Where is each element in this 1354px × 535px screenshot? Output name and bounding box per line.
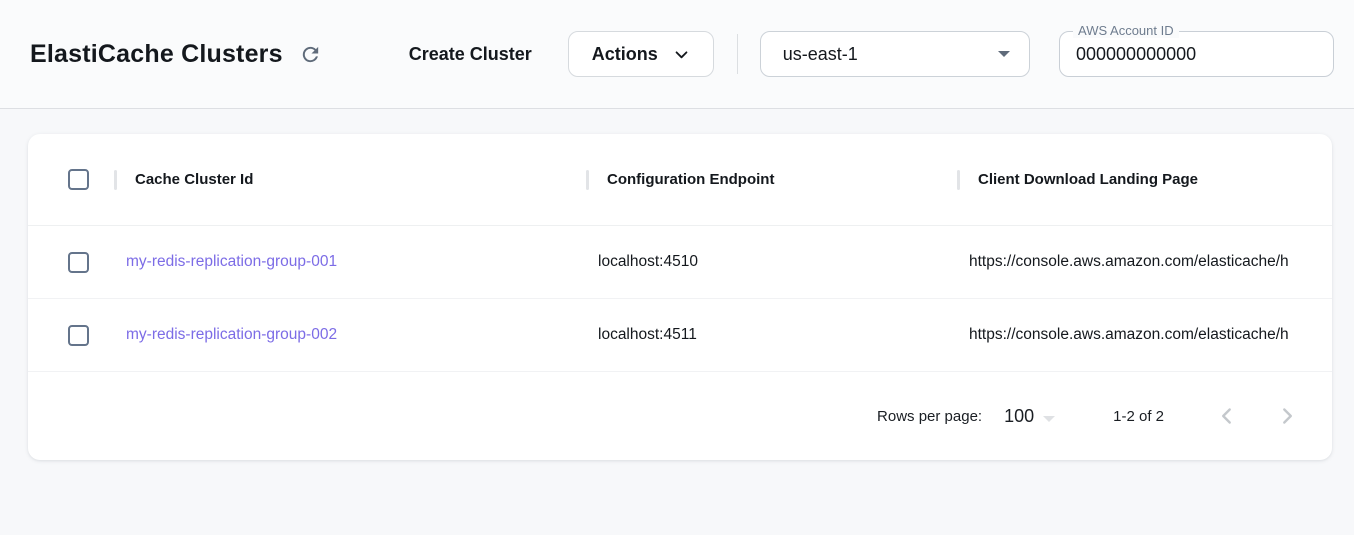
column-separator bbox=[586, 169, 589, 190]
column-header-label: Client Download Landing Page bbox=[978, 171, 1199, 188]
column-header-label: Cache Cluster Id bbox=[135, 171, 254, 188]
header-checkbox-cell bbox=[28, 169, 114, 190]
column-separator bbox=[114, 169, 117, 190]
page-title: ElastiCache Clusters bbox=[30, 39, 283, 68]
rows-per-page-select[interactable]: 100 bbox=[982, 405, 1056, 427]
refresh-button[interactable] bbox=[297, 40, 325, 68]
row-checkbox-cell bbox=[28, 251, 114, 273]
table-row: my-redis-replication-group-002 localhost… bbox=[28, 299, 1332, 372]
aws-account-id-field: AWS Account ID bbox=[1059, 23, 1334, 77]
select-arrow-icon bbox=[997, 51, 1010, 57]
chevron-left-icon bbox=[1214, 403, 1240, 429]
aws-account-id-input[interactable] bbox=[1076, 43, 1317, 65]
actions-button-label: Actions bbox=[591, 43, 658, 64]
cell-configuration-endpoint: localhost:4510 bbox=[598, 253, 698, 270]
table-pagination: Rows per page: 100 1-2 of 2 bbox=[28, 372, 1332, 460]
column-separator bbox=[957, 169, 960, 190]
row-checkbox[interactable] bbox=[68, 251, 89, 273]
chevron-right-icon bbox=[1274, 403, 1300, 429]
table-header-row: Cache Cluster Id Configuration Endpoint … bbox=[28, 134, 1332, 226]
create-cluster-button[interactable]: Create Cluster bbox=[408, 43, 532, 64]
column-header-configuration-endpoint[interactable]: Configuration Endpoint bbox=[586, 169, 957, 190]
refresh-icon bbox=[299, 43, 322, 66]
pagination-range-label: 1-2 of 2 bbox=[1113, 407, 1164, 425]
column-header-client-download-landing-page[interactable]: Client Download Landing Page bbox=[957, 169, 1332, 190]
next-page-button[interactable] bbox=[1274, 403, 1300, 429]
row-checkbox-cell bbox=[28, 324, 114, 346]
toolbar-divider bbox=[736, 34, 738, 74]
region-select[interactable]: us-east-1 bbox=[759, 31, 1030, 77]
rows-per-page-label: Rows per page: bbox=[877, 407, 983, 425]
chevron-down-icon bbox=[673, 46, 690, 63]
clusters-table-card: Cache Cluster Id Configuration Endpoint … bbox=[28, 134, 1332, 460]
column-header-cache-cluster-id[interactable]: Cache Cluster Id bbox=[114, 169, 586, 190]
region-select-value: us-east-1 bbox=[782, 43, 858, 64]
actions-button[interactable]: Actions bbox=[567, 31, 714, 77]
cell-client-download-landing-page: https://console.aws.amazon.com/elasticac… bbox=[969, 326, 1289, 343]
top-bar: ElastiCache Clusters Create Cluster Acti… bbox=[0, 0, 1354, 109]
cell-client-download-landing-page: https://console.aws.amazon.com/elasticac… bbox=[969, 253, 1289, 270]
cluster-link[interactable]: my-redis-replication-group-001 bbox=[126, 253, 338, 270]
cell-configuration-endpoint: localhost:4511 bbox=[598, 326, 697, 343]
cell-cache-cluster-id: my-redis-replication-group-002 bbox=[114, 326, 586, 344]
select-all-checkbox[interactable] bbox=[68, 169, 89, 190]
cell-cache-cluster-id: my-redis-replication-group-001 bbox=[114, 253, 586, 271]
rows-per-page-caret-icon bbox=[1043, 416, 1056, 422]
rows-per-page-value: 100 bbox=[1004, 405, 1035, 426]
aws-account-id-label: AWS Account ID bbox=[1073, 23, 1179, 38]
previous-page-button[interactable] bbox=[1214, 403, 1240, 429]
table-row: my-redis-replication-group-001 localhost… bbox=[28, 226, 1332, 299]
row-checkbox[interactable] bbox=[68, 324, 89, 346]
column-header-label: Configuration Endpoint bbox=[607, 171, 775, 188]
cluster-link[interactable]: my-redis-replication-group-002 bbox=[126, 326, 338, 343]
